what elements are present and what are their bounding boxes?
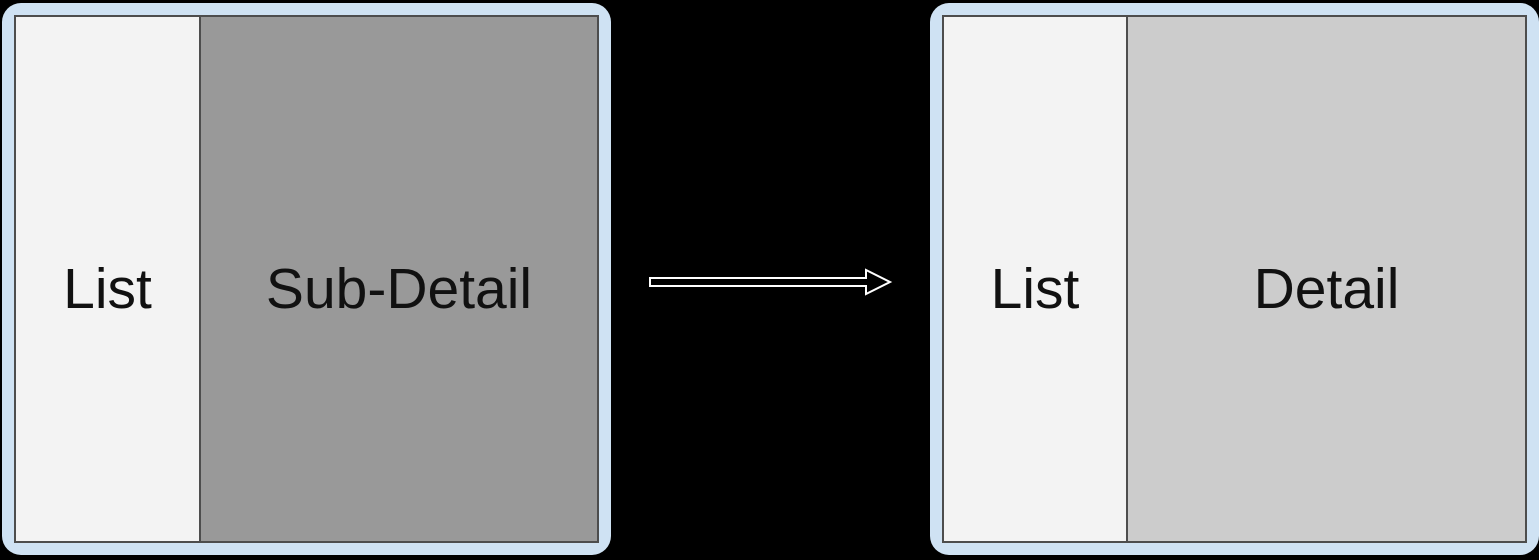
detail-panel: Detail (1128, 17, 1525, 541)
sub-detail-panel: Sub-Detail (201, 17, 597, 541)
right-arrow-shape (649, 268, 893, 296)
sub-detail-panel-label: Sub-Detail (265, 256, 533, 321)
device-frame-after: List Detail (930, 3, 1539, 555)
device-frame-before: List Sub-Detail (2, 3, 611, 555)
list-panel-label: List (990, 256, 1080, 321)
list-panel-after: List (944, 17, 1128, 541)
screen-after: List Detail (942, 15, 1527, 543)
detail-panel-label: Detail (1253, 256, 1400, 321)
list-panel-label: List (63, 256, 152, 321)
screen-before: List Sub-Detail (14, 15, 599, 543)
transition-right-arrow-icon (649, 268, 893, 296)
list-panel-before: List (16, 17, 201, 541)
